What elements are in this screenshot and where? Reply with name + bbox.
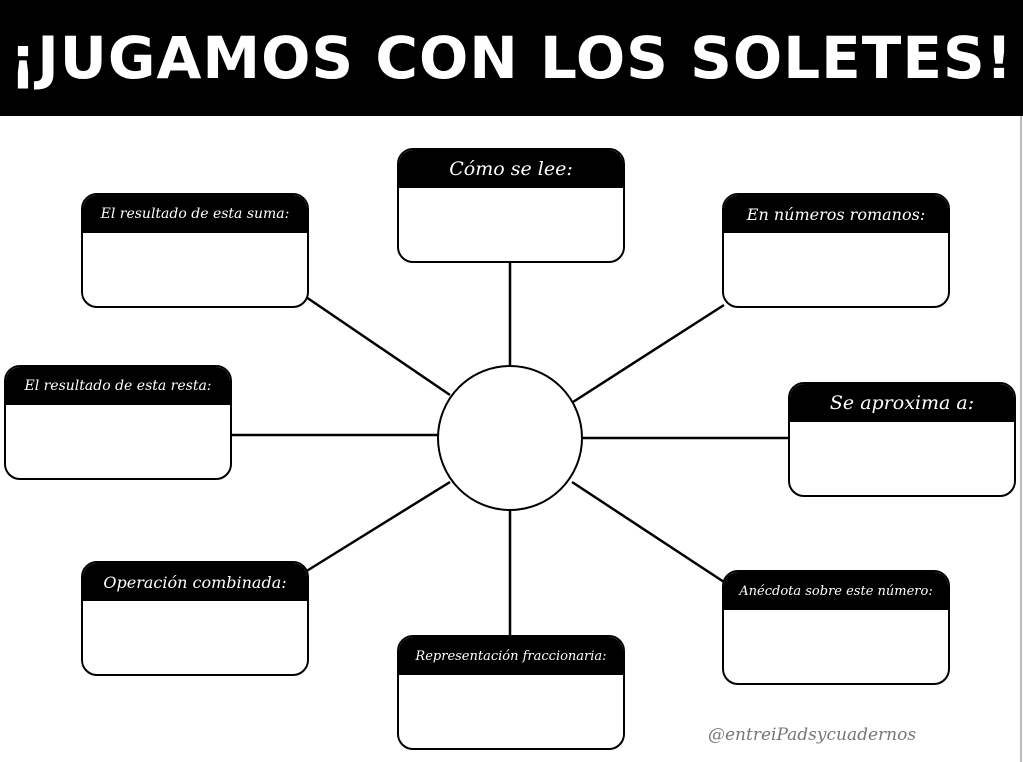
box-operacion: Operación combinada: xyxy=(81,561,309,676)
page-edge xyxy=(1020,116,1022,762)
box-romanos: En números romanos: xyxy=(722,193,950,308)
author-credit: @entreiPadsycuadernos xyxy=(708,725,917,745)
connector-romanos xyxy=(572,303,725,404)
box-header: Cómo se lee: xyxy=(399,150,623,188)
connector-suma xyxy=(305,295,451,397)
box-fraccion: Representación fraccionaria: xyxy=(397,635,625,750)
answer-area[interactable] xyxy=(724,610,948,683)
box-resta: El resultado de esta resta: xyxy=(4,365,232,480)
box-header: Operación combinada: xyxy=(83,563,307,601)
answer-area[interactable] xyxy=(6,405,230,478)
answer-area[interactable] xyxy=(790,422,1014,495)
box-aproxima: Se aproxima a: xyxy=(788,382,1016,497)
box-header: El resultado de esta resta: xyxy=(6,367,230,405)
answer-area[interactable] xyxy=(83,233,307,306)
answer-area[interactable] xyxy=(83,601,307,674)
box-anecdota: Anécdota sobre este número: xyxy=(722,570,950,685)
box-suma: El resultado de esta suma: xyxy=(81,193,309,308)
box-header: Representación fraccionaria: xyxy=(399,637,623,675)
box-como-se-lee: Cómo se lee: xyxy=(397,148,625,263)
connector-operacion xyxy=(304,480,451,574)
box-header: Anécdota sobre este número: xyxy=(724,572,948,610)
answer-area[interactable] xyxy=(399,188,623,261)
answer-area[interactable] xyxy=(399,675,623,748)
connector-anecdota xyxy=(571,480,725,584)
box-header: Se aproxima a: xyxy=(790,384,1014,422)
answer-area[interactable] xyxy=(724,233,948,306)
box-header: El resultado de esta suma: xyxy=(83,195,307,233)
box-header: En números romanos: xyxy=(724,195,948,233)
center-circle xyxy=(437,365,583,511)
title-banner: ¡JUGAMOS CON LOS SOLETES! xyxy=(0,0,1023,116)
page-title: ¡JUGAMOS CON LOS SOLETES! xyxy=(9,24,1014,92)
